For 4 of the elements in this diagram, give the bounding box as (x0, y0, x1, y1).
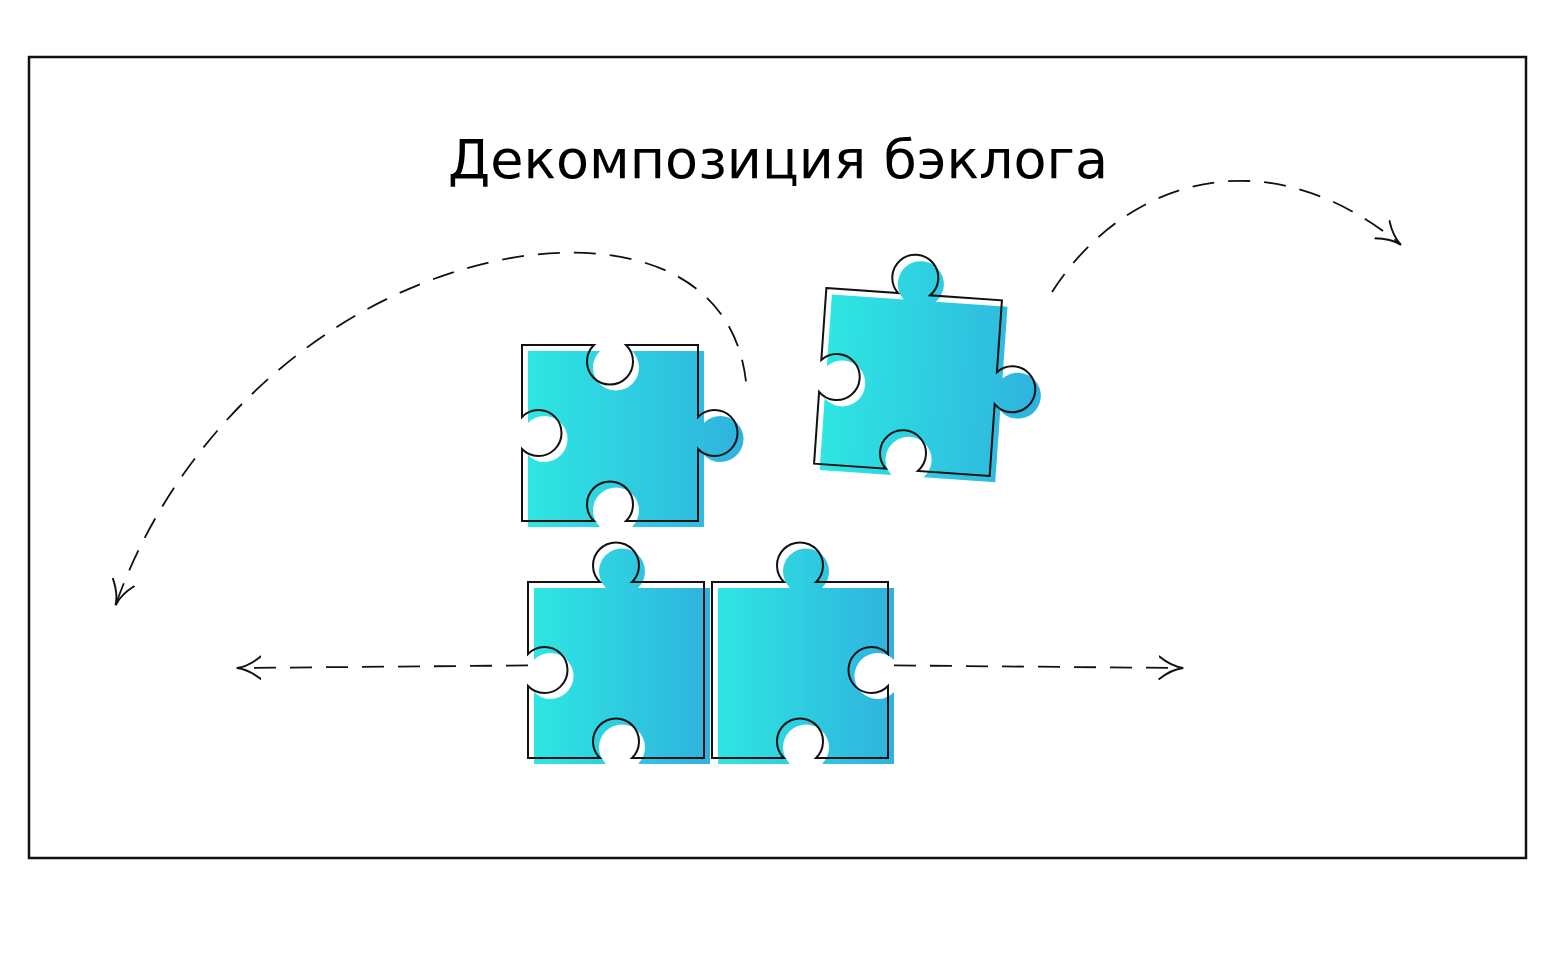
puzzle-piece (528, 540, 710, 764)
title: Декомпозиция бэклога (448, 128, 1108, 192)
puzzle-piece (712, 540, 894, 764)
puzzle-piece (522, 345, 746, 527)
